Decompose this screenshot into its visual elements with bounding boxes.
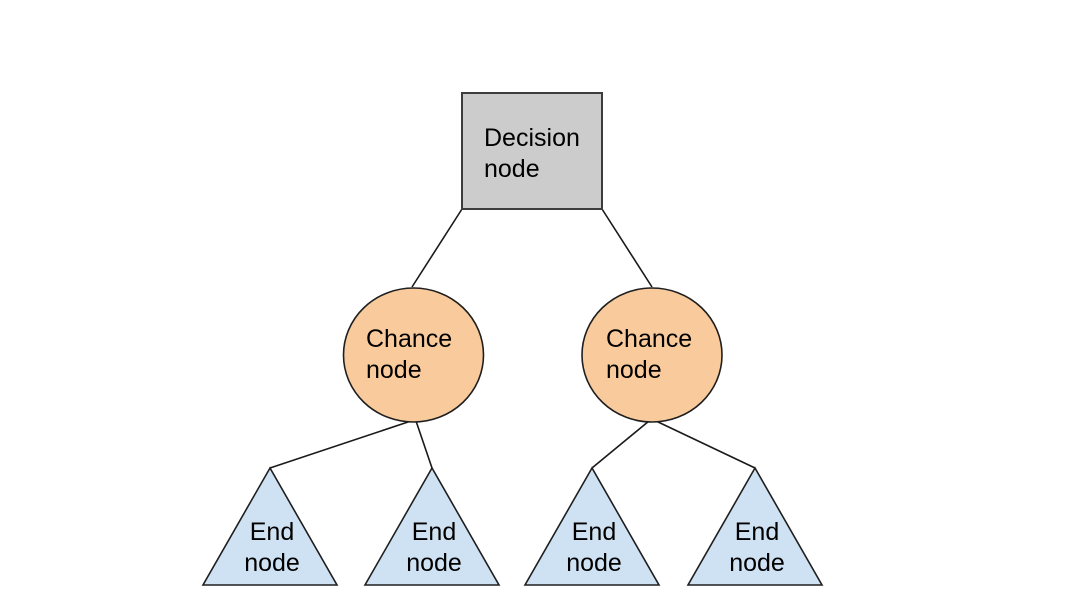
decision-node-label-line1: Decision bbox=[484, 124, 580, 152]
end-node-3-label-line2: node bbox=[566, 549, 622, 577]
chance-node-right-label-line2: node bbox=[606, 356, 662, 384]
end-node-2: End node bbox=[363, 466, 501, 586]
end-node-4: End node bbox=[686, 466, 824, 586]
chance-node-left: Chance node bbox=[342, 287, 485, 423]
edges bbox=[269, 208, 756, 469]
end-node-2-label-line2: node bbox=[406, 549, 462, 577]
end-node-1: End node bbox=[201, 466, 339, 586]
end-node-2-label-line1: End bbox=[412, 518, 456, 546]
chance-node-right-circle bbox=[581, 287, 723, 423]
decision-node-square bbox=[461, 92, 603, 210]
edge-decision-to-chance-right bbox=[601, 208, 653, 288]
chance-node-left-circle bbox=[342, 287, 485, 423]
end-node-3-triangle bbox=[523, 466, 661, 586]
chance-node-right-label-line1: Chance bbox=[606, 325, 692, 353]
chance-node-left-label-line2: node bbox=[366, 356, 422, 384]
edge-chance-left-to-end-1 bbox=[269, 420, 412, 469]
chance-node-left-label-line1: Chance bbox=[366, 325, 452, 353]
end-node-2-triangle bbox=[363, 466, 501, 586]
end-node-1-label-line1: End bbox=[250, 518, 294, 546]
edge-chance-left-to-end-2 bbox=[415, 420, 433, 469]
end-node-4-triangle bbox=[686, 466, 824, 586]
end-node-4-label-line2: node bbox=[729, 549, 785, 577]
chance-node-right: Chance node bbox=[581, 287, 723, 423]
edge-decision-to-chance-left bbox=[411, 208, 463, 288]
end-node-1-label-line2: node bbox=[244, 549, 300, 577]
decision-node: Decision node bbox=[461, 92, 603, 210]
decision-node-label-line2: node bbox=[484, 155, 540, 183]
end-node-4-label-line1: End bbox=[735, 518, 779, 546]
end-node-3-label-line1: End bbox=[572, 518, 616, 546]
edge-chance-right-to-end-4 bbox=[655, 420, 756, 469]
end-node-3: End node bbox=[523, 466, 661, 586]
edge-chance-right-to-end-3 bbox=[591, 420, 650, 469]
end-node-1-triangle bbox=[201, 466, 339, 586]
